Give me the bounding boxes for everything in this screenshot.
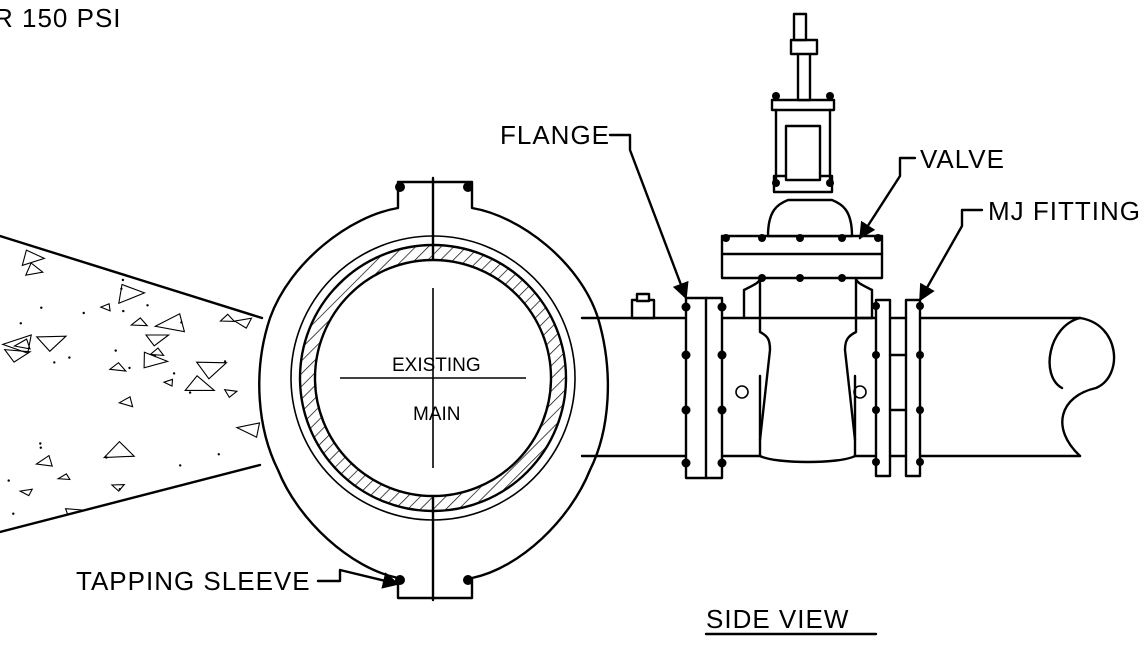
aggregate-stone [110,484,126,492]
aggregate-dot [179,464,182,467]
callout-leaders [316,133,984,589]
aggregate-dot [114,349,117,352]
aggregate-dot [146,304,149,307]
outgoing-pipe [918,316,1116,458]
flange [681,296,727,480]
aggregate-stone [184,375,216,391]
aggregate-dot [19,322,22,325]
aggregate-dot [40,306,43,309]
existing-main [290,235,576,521]
view-title: SIDE VIEW [706,604,849,634]
outlet-boss [630,298,656,320]
aggregate-stone [12,338,31,350]
aggregate-dot [39,446,42,449]
aggregate-dot [180,321,183,324]
valve-to-mj-pipe [853,316,878,458]
aggregate-stone [3,348,32,363]
tapping-sleeve-label: TAPPING SLEEVE [76,566,311,596]
aggregate-dot [39,442,42,445]
branch-pipe [580,292,688,458]
concrete-thrust-block [0,234,264,534]
aggregate-dot [140,521,143,524]
outlet-plug [635,292,651,303]
aggregate-stone [149,347,165,357]
main-label: MAIN [413,404,461,425]
aggregate-stone [34,454,53,467]
flange-label: FLANGE [500,120,610,150]
aggregate-dot [7,479,10,482]
aggregate-stone [72,244,100,261]
aggregate-stone [102,440,136,459]
aggregate-stone [56,473,71,481]
aggregate-dot [172,372,176,375]
aggregate-stone [235,422,261,439]
mj-fitting-label: MJ FITTING [988,196,1141,226]
aggregate-stone [162,378,174,387]
aggregate-dot [128,366,131,370]
mj-fitting [872,298,924,478]
aggregate-dot [12,512,15,515]
aggregate-dot [82,311,85,315]
aggregate-dot [53,361,56,364]
existing-label: EXISTING [392,355,481,376]
aggregate-stone [99,303,111,312]
aggregate-dot [223,360,227,363]
aggregate-stone [21,249,46,267]
aggregate-stone [223,389,239,399]
aggregate-dot [188,391,192,394]
aggregate-stone [129,317,149,327]
aggregate-stone [152,264,165,275]
aggregate-stone [35,335,68,353]
aggregate-stone [143,351,170,369]
aggregate-dot [120,287,123,290]
aggregate-stone [133,247,155,259]
concrete-aggregate-texture [1,244,261,524]
aggregate-stone [144,334,171,347]
aggregate-dot [68,356,71,359]
aggregate-dot [217,514,220,518]
aggregate-stone [18,488,34,497]
flange-to-valve-pipe [720,316,762,458]
aggregate-dot [217,453,220,456]
aggregate-stone [118,283,147,305]
pressure-note: R 150 PSI [0,3,122,33]
aggregate-stone [195,361,228,380]
aggregate-stone [24,262,45,276]
aggregate-stone [117,395,134,408]
aggregate-stone [1,334,32,354]
aggregate-dot [213,284,216,287]
aggregate-stone [233,317,253,329]
valve-label: VALVE [920,144,1005,174]
aggregate-stone [206,500,237,520]
aggregate-stone [219,313,236,322]
aggregate-dot [121,278,125,282]
aggregate-stone [153,312,186,333]
gate-valve [720,12,884,464]
aggregate-stone [108,361,128,372]
aggregate-dot [122,309,125,313]
